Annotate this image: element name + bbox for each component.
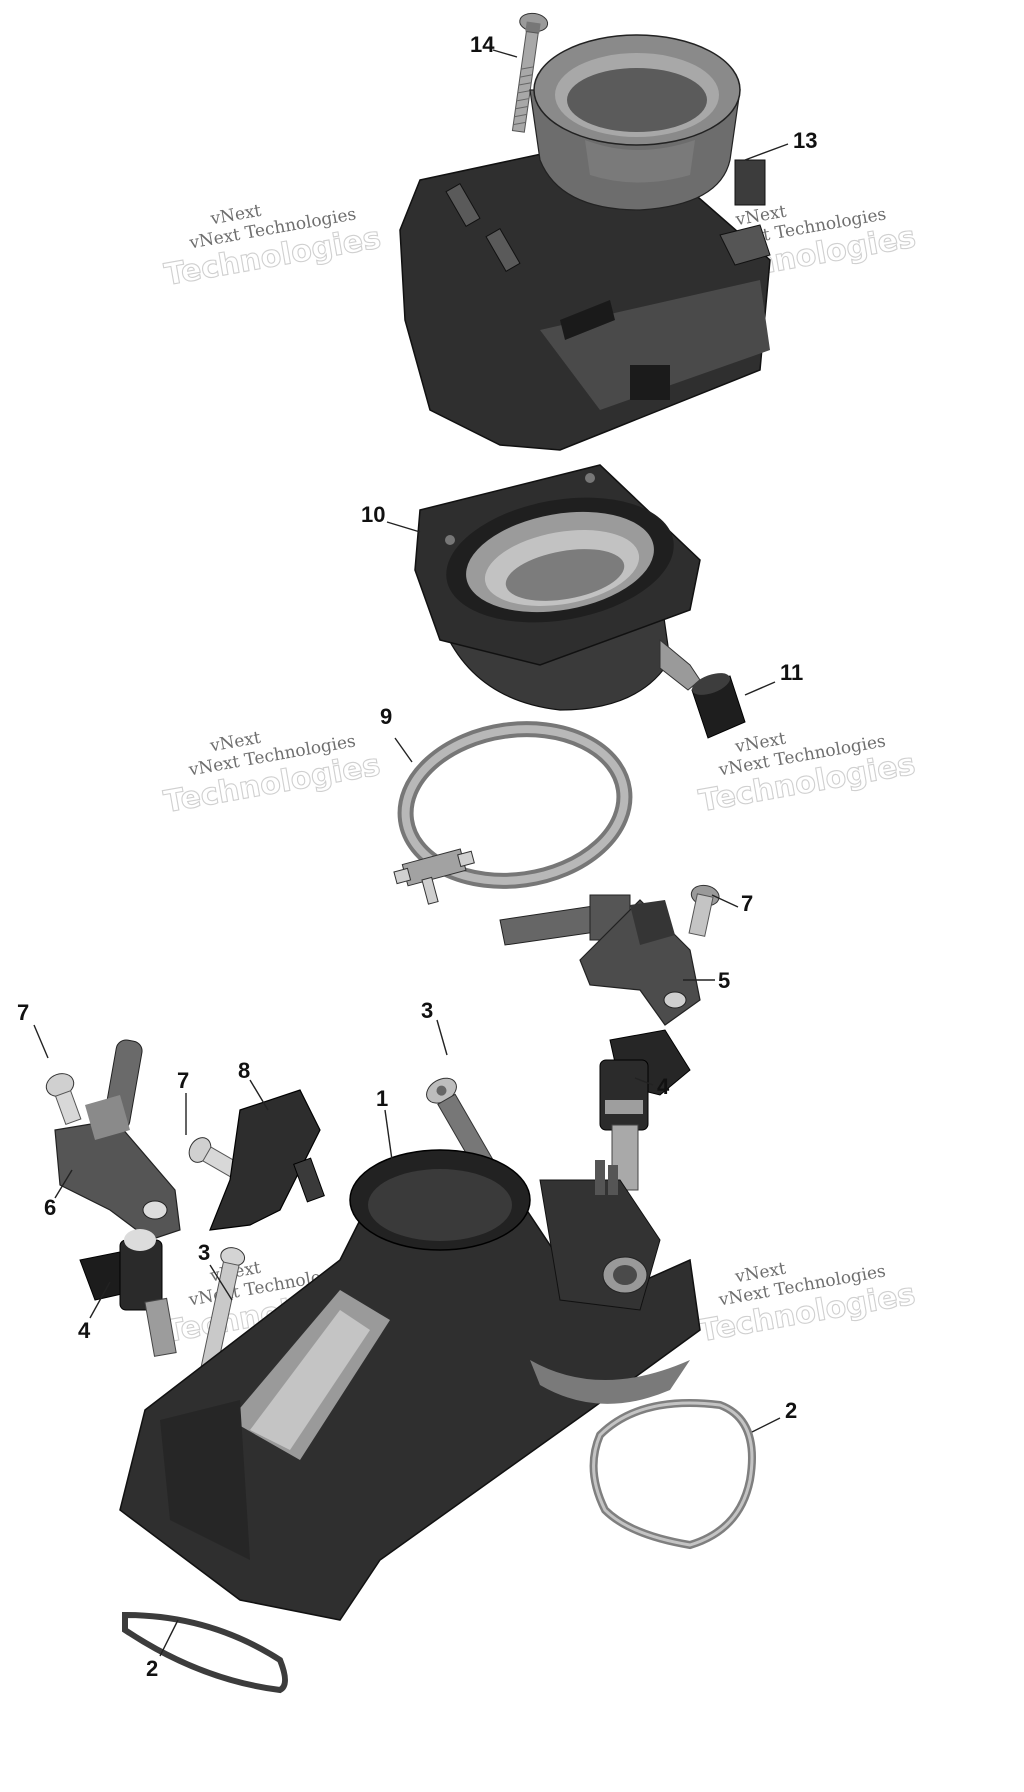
callout-labels: 14 13 10 11 9 7 5 3 4 7 7 8 1 6 3 4 2 2 [17, 32, 817, 1681]
callout-3-upper: 3 [421, 998, 433, 1023]
callout-7-left: 7 [17, 1000, 29, 1025]
watermark-mid-left: vNext vNext Technologies Technologies [161, 728, 384, 821]
part-7-screw-right [688, 884, 720, 937]
callout-1: 1 [376, 1086, 388, 1111]
callout-4-upper: 4 [657, 1074, 670, 1099]
callout-2-right: 2 [785, 1398, 797, 1423]
part-1-intake [119, 1149, 701, 1621]
callout-5: 5 [718, 968, 730, 993]
callout-4-lower: 4 [78, 1318, 91, 1343]
callout-9: 9 [380, 704, 392, 729]
callout-2-lower: 2 [146, 1656, 158, 1681]
part-11-cap [691, 673, 746, 739]
part-4-injector-lower [79, 1229, 177, 1357]
part-2-seal-lower [122, 1611, 288, 1694]
watermark-low-right: vNext vNext Technologies Technologies [696, 1259, 919, 1350]
callout-7-middle: 7 [177, 1068, 189, 1093]
watermark-top-left: vNext vNext Technologies Technologies [161, 201, 384, 294]
part-7-screw-left [45, 1073, 82, 1126]
callout-7-right: 7 [741, 891, 753, 916]
callout-6: 6 [44, 1195, 56, 1220]
callout-13: 13 [793, 128, 817, 153]
callout-11: 11 [780, 660, 803, 685]
part-14-bolt [511, 12, 549, 133]
part-10-adapter-flange [414, 464, 701, 711]
callout-3-lower: 3 [198, 1240, 210, 1265]
callout-8: 8 [238, 1058, 250, 1083]
part-6-sensor [54, 1039, 181, 1241]
callout-10: 10 [361, 502, 385, 527]
part-8-map-sensor [209, 1089, 325, 1231]
part-2-seal-right [589, 1399, 756, 1550]
leader-lines [33, 49, 789, 1657]
part-9-clamp-ring [393, 721, 633, 905]
part-13-throttle-body [399, 34, 771, 451]
part-5-sensor [499, 894, 701, 1026]
callout-14: 14 [470, 32, 495, 57]
